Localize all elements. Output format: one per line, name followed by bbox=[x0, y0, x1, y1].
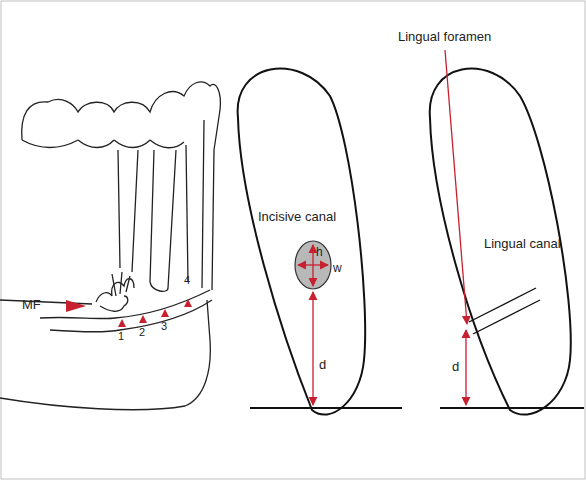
callout-number: 4 bbox=[184, 274, 190, 286]
structure-label: Lingual canal bbox=[484, 237, 561, 251]
structure-label: MF bbox=[22, 298, 41, 312]
dimension-label: d bbox=[452, 360, 459, 374]
callout-number: 1 bbox=[118, 330, 124, 342]
dimension-label: d bbox=[319, 358, 326, 372]
dimension-label: w bbox=[333, 262, 342, 275]
callout-number: 2 bbox=[139, 326, 145, 338]
structure-label: Incisive canal bbox=[258, 210, 336, 224]
structure-label: Lingual foramen bbox=[398, 30, 491, 44]
dimension-label: h bbox=[316, 246, 323, 259]
callout-number: 3 bbox=[161, 320, 167, 332]
